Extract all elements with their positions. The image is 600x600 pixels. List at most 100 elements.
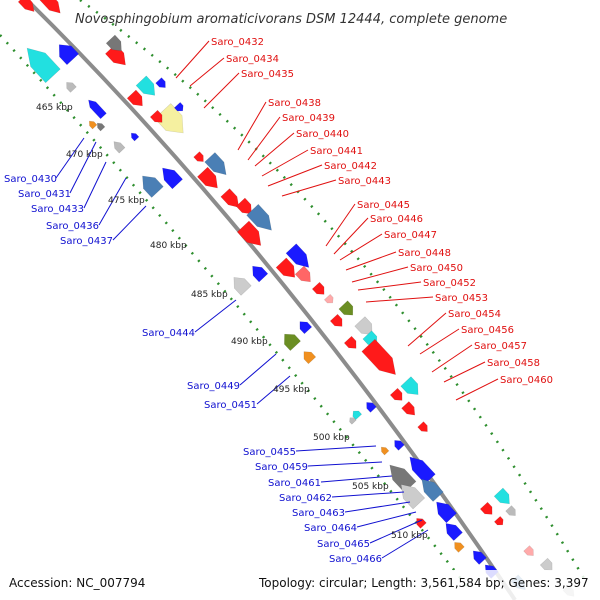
gene-glyph[interactable] <box>285 243 314 273</box>
gene-label-saro-0463[interactable]: Saro_0463 <box>292 508 345 519</box>
gene-glyph[interactable] <box>95 121 106 132</box>
gene-glyph[interactable] <box>338 300 357 319</box>
gene-glyph[interactable] <box>137 170 164 198</box>
gene-glyph[interactable] <box>229 273 252 296</box>
gene-glyph[interactable] <box>193 151 207 165</box>
gene-label-saro-0459[interactable]: Saro_0459 <box>255 462 308 473</box>
gene-glyph[interactable] <box>248 262 269 283</box>
gene-label-saro-0449[interactable]: Saro_0449 <box>187 381 240 392</box>
gene-label-saro-0457[interactable]: Saro_0457 <box>474 341 527 352</box>
gene-label-saro-0435[interactable]: Saro_0435 <box>241 69 294 80</box>
gene-glyph[interactable] <box>296 318 313 335</box>
gene-label-saro-0434[interactable]: Saro_0434 <box>226 54 279 65</box>
gene-glyph[interactable] <box>311 281 327 298</box>
gene-label-saro-0454[interactable]: Saro_0454 <box>448 309 501 320</box>
gene-glyph[interactable] <box>323 293 335 305</box>
gene-glyph[interactable] <box>155 77 169 91</box>
gene-label-saro-0460[interactable]: Saro_0460 <box>500 375 553 386</box>
gene-glyph[interactable] <box>135 75 160 100</box>
gene-label-saro-0465[interactable]: Saro_0465 <box>317 539 370 550</box>
gene-glyph[interactable] <box>20 41 61 84</box>
gene-label-saro-0437[interactable]: Saro_0437 <box>60 236 113 247</box>
gene-label-saro-0439[interactable]: Saro_0439 <box>282 113 335 124</box>
gene-glyph[interactable] <box>350 408 363 421</box>
gene-label-saro-0455[interactable]: Saro_0455 <box>243 447 296 458</box>
gene-label-saro-0466[interactable]: Saro_0466 <box>329 554 382 565</box>
gene-label-saro-0433[interactable]: Saro_0433 <box>31 204 84 215</box>
gene-glyph[interactable] <box>401 401 419 418</box>
gene-label-saro-0431[interactable]: Saro_0431 <box>18 189 71 200</box>
gene-glyph[interactable] <box>493 487 514 508</box>
gene-glyph[interactable] <box>157 163 183 190</box>
gene-label-saro-0441[interactable]: Saro_0441 <box>310 146 363 157</box>
gene-glyph[interactable] <box>452 540 465 553</box>
gene-label-saro-0445[interactable]: Saro_0445 <box>357 200 410 211</box>
gene-glyph[interactable] <box>204 152 232 179</box>
gene-glyph[interactable] <box>279 329 301 351</box>
gene-glyph[interactable] <box>354 316 378 340</box>
label-leader-line <box>237 101 267 151</box>
gene-label-saro-0440[interactable]: Saro_0440 <box>296 129 349 140</box>
gene-glyph[interactable] <box>105 34 126 55</box>
gene-glyph[interactable] <box>470 547 487 565</box>
gene-label-saro-0448[interactable]: Saro_0448 <box>398 248 451 259</box>
gene-glyph[interactable] <box>400 376 424 400</box>
gene-glyph[interactable] <box>173 101 185 113</box>
gene-label-saro-0461[interactable]: Saro_0461 <box>268 478 321 489</box>
gene-glyph[interactable] <box>111 139 126 154</box>
gene-glyph[interactable] <box>417 421 431 435</box>
gene-label-saro-0444[interactable]: Saro_0444 <box>142 328 195 339</box>
topology-text: Topology: circular; Length: 3,561,584 bp… <box>258 576 589 590</box>
label-leader-line <box>69 141 97 194</box>
gene-glyph[interactable] <box>379 445 390 456</box>
gene-glyph[interactable] <box>220 188 243 212</box>
gene-glyph[interactable] <box>441 519 463 542</box>
gene-glyph[interactable] <box>275 257 300 282</box>
gene-glyph[interactable] <box>87 119 98 130</box>
gene-glyph[interactable] <box>505 505 519 519</box>
gene-glyph[interactable] <box>389 387 405 404</box>
gene-label-saro-0443[interactable]: Saro_0443 <box>338 176 391 187</box>
gene-glyph[interactable] <box>329 313 345 330</box>
gene-label-saro-0456[interactable]: Saro_0456 <box>461 325 514 336</box>
gene-glyph[interactable] <box>126 89 147 110</box>
gene-glyph[interactable] <box>392 438 405 451</box>
gene-glyph[interactable] <box>523 545 537 559</box>
gene-glyph[interactable] <box>235 197 256 218</box>
gene-glyph[interactable] <box>479 501 495 518</box>
gene-glyph[interactable] <box>361 338 402 381</box>
gene-glyph[interactable] <box>17 0 38 15</box>
gene-glyph[interactable] <box>343 335 359 352</box>
gene-glyph[interactable] <box>348 416 357 425</box>
gene-glyph[interactable] <box>364 400 377 413</box>
gene-label-saro-0436[interactable]: Saro_0436 <box>46 221 99 232</box>
gene-glyph[interactable] <box>30 0 64 17</box>
gene-label-saro-0447[interactable]: Saro_0447 <box>384 230 437 241</box>
gene-label-saro-0452[interactable]: Saro_0452 <box>423 278 476 289</box>
gene-label-saro-0432[interactable]: Saro_0432 <box>211 37 264 48</box>
gene-glyph[interactable] <box>149 109 165 126</box>
gene-label-saro-0450[interactable]: Saro_0450 <box>410 263 463 274</box>
gene-glyph[interactable] <box>64 80 77 93</box>
gene-label-saro-0451[interactable]: Saro_0451 <box>204 400 257 411</box>
gene-glyph[interactable] <box>246 203 278 235</box>
gene-glyph[interactable] <box>53 39 80 66</box>
gene-label-saro-0446[interactable]: Saro_0446 <box>370 214 423 225</box>
gene-glyph[interactable] <box>236 220 266 251</box>
gene-label-saro-0453[interactable]: Saro_0453 <box>435 293 488 304</box>
gene-glyph[interactable] <box>129 131 140 142</box>
gene-label-saro-0458[interactable]: Saro_0458 <box>487 358 540 369</box>
gene-label-saro-0438[interactable]: Saro_0438 <box>268 98 321 109</box>
gene-glyph[interactable] <box>294 265 315 286</box>
gene-glyph[interactable] <box>395 479 426 510</box>
gene-label-saro-0464[interactable]: Saro_0464 <box>304 523 357 534</box>
gene-glyph[interactable] <box>86 97 107 120</box>
gene-label-saro-0442[interactable]: Saro_0442 <box>324 161 377 172</box>
gene-glyph[interactable] <box>300 348 317 365</box>
gene-glyph[interactable] <box>431 497 457 524</box>
gene-glyph[interactable] <box>493 515 505 527</box>
gene-label-saro-0462[interactable]: Saro_0462 <box>279 493 332 504</box>
gene-glyph[interactable] <box>417 474 444 502</box>
gene-label-saro-0430[interactable]: Saro_0430 <box>4 174 57 185</box>
gene-glyph[interactable] <box>197 166 222 193</box>
